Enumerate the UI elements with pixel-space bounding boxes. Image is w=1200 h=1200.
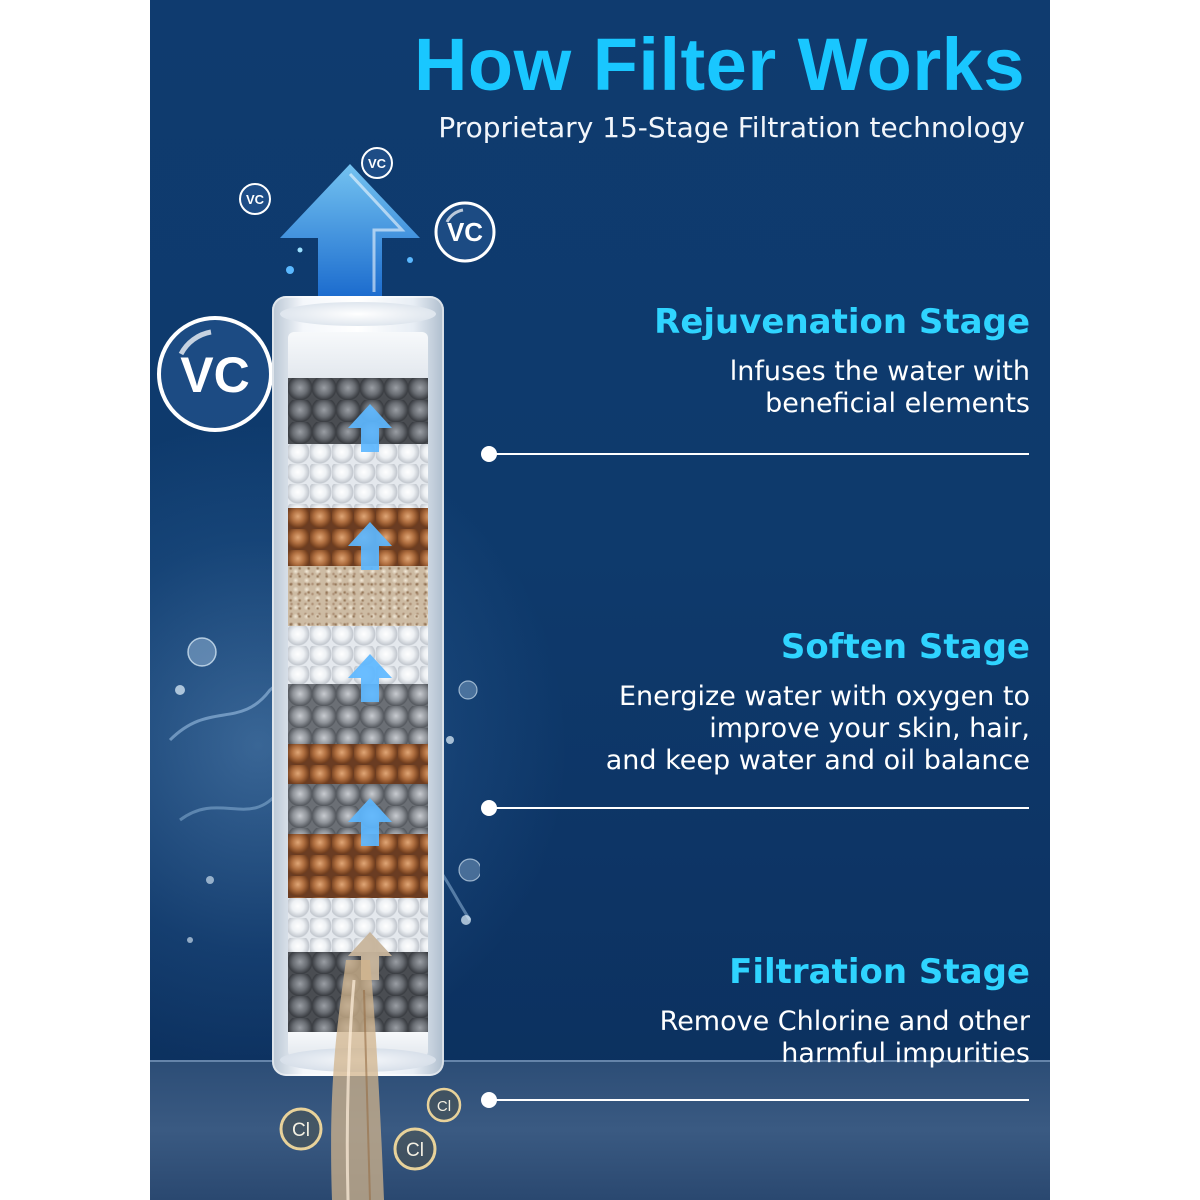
stage-connector [481, 1090, 1029, 1110]
media-layer-white [288, 444, 428, 508]
svg-text:Cl: Cl [406, 1140, 424, 1161]
stage-description-line: Energize water with oxygen to [619, 681, 1030, 712]
stage-connector [481, 444, 1029, 464]
stage-description: Remove Chlorine and other harmful impuri… [510, 1006, 1030, 1070]
media-layer-white [288, 898, 428, 952]
stage-soften: Soften Stage Energize water with oxygen … [510, 625, 1030, 777]
svg-text:VC: VC [447, 217, 483, 247]
water-arrow-icon [280, 164, 420, 300]
stage-filtration: Filtration Stage Remove Chlorine and oth… [510, 950, 1030, 1070]
stage-rejuvenation: Rejuvenation Stage lnfuses the water wit… [510, 300, 1030, 420]
stage-description-line: lnfuses the water with [729, 356, 1030, 387]
flow-arrow-icon [348, 522, 392, 570]
connector-dot [481, 800, 497, 816]
media-layer-top [288, 332, 428, 378]
stage-title: Soften Stage [780, 627, 1030, 667]
cl-bubble-icon: Cl [393, 1127, 437, 1171]
flow-arrow-icon [348, 654, 392, 702]
floor-surface [150, 1060, 1050, 1200]
connector-line [491, 1099, 1029, 1101]
stage-description-line: harmful impurities [781, 1038, 1030, 1069]
stage-connector [481, 798, 1029, 818]
vc-bubble-icon: VC [239, 183, 271, 215]
stage-description: lnfuses the water with beneficial elemen… [510, 356, 1030, 420]
floor-edge [150, 1060, 1050, 1062]
svg-text:VC: VC [180, 347, 249, 403]
page-title: How Filter Works [413, 23, 1025, 106]
media-layer-gray [288, 378, 428, 444]
svg-text:Cl: Cl [437, 1098, 451, 1115]
vc-bubble-icon: VC [157, 316, 273, 432]
connector-dot [481, 1092, 497, 1108]
media-layer-brown [288, 834, 428, 898]
page-subtitle: Proprietary 15-Stage Filtration technolo… [438, 111, 1025, 144]
vc-bubble-icon: VC [434, 201, 496, 263]
stage-description-line: and keep water and oil balance [605, 745, 1030, 776]
media-layer-brown [288, 744, 428, 784]
stage-description-line: improve your skin, hair, [709, 713, 1030, 744]
cl-bubble-icon: Cl [426, 1087, 462, 1123]
flow-arrow-icon [348, 932, 392, 980]
flow-arrow-icon [348, 404, 392, 452]
connector-dot [481, 446, 497, 462]
filter-media-column [288, 332, 428, 1057]
connector-line [491, 807, 1029, 809]
incoming-water-icon [331, 960, 384, 1200]
stage-description-line: beneficial elements [765, 388, 1030, 419]
flow-arrow-icon [348, 798, 392, 846]
svg-text:Cl: Cl [292, 1120, 310, 1141]
media-layer-sand [288, 566, 428, 626]
svg-text:VC: VC [246, 192, 265, 207]
media-layer-gray [288, 684, 428, 744]
infographic-panel: VC VC VC VC [150, 0, 1050, 1200]
stage-title: Rejuvenation Stage [654, 302, 1030, 342]
stage-description: Energize water with oxygen to improve yo… [510, 681, 1030, 777]
stage-title: Filtration Stage [729, 952, 1030, 992]
cl-bubble-icon: Cl [279, 1107, 323, 1151]
svg-text:VC: VC [368, 156, 387, 171]
connector-line [491, 453, 1029, 455]
vc-bubble-icon: VC [361, 147, 393, 179]
stage-description-line: Remove Chlorine and other [659, 1006, 1030, 1037]
cartridge-top-cap [280, 302, 436, 326]
media-layer-gray [288, 784, 428, 834]
